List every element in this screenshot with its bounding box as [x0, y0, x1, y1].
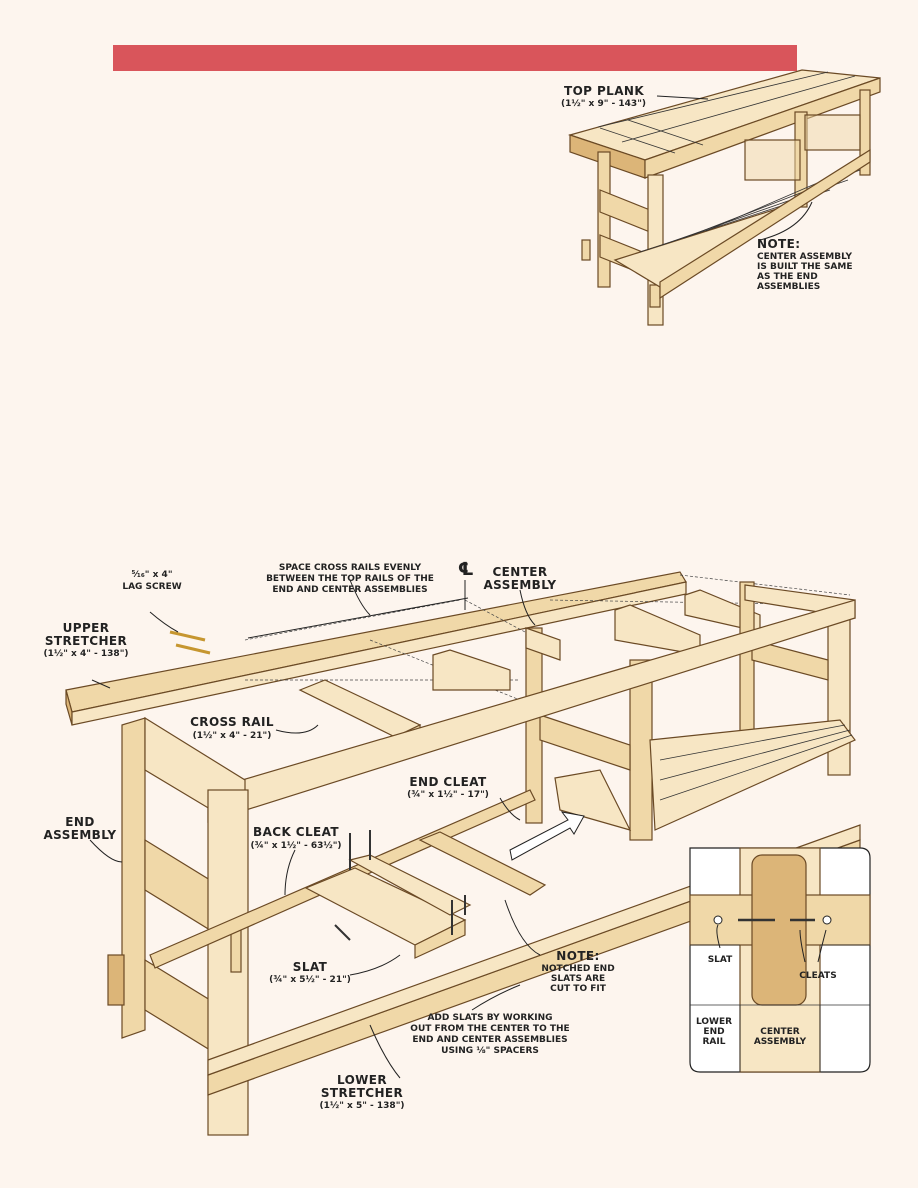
upper-stretcher-label: UPPER: [63, 621, 110, 635]
center-assembly: [525, 627, 653, 841]
small-note-line: IS BUILT THE SAME: [757, 262, 853, 272]
small-note-line: ASSEMBLIES: [757, 282, 820, 292]
assembled-bench-view: [567, 69, 881, 326]
end-cleat-dims: (¾" x 1½" - 17"): [407, 789, 489, 800]
slat-label: SLAT: [293, 960, 328, 974]
slat-dims: (¾" x 5½" - 21"): [269, 974, 351, 985]
lower-stretcher-label: STRETCHER: [321, 1086, 403, 1100]
direction-arrow: [509, 811, 585, 861]
top-plank-dims: (1½" x 9" - 143"): [561, 98, 646, 109]
detail-center-assembly-label: ASSEMBLY: [754, 1037, 807, 1047]
notched-note-line: SLATS ARE: [551, 974, 605, 984]
add-slats-line: USING ⅛" SPACERS: [441, 1046, 539, 1056]
back-cleat-dims: (¾" x 1½" - 63½"): [250, 840, 341, 851]
detail-cleats-label: CLEATS: [799, 971, 836, 981]
detail-inset: [689, 847, 871, 1073]
lag-screw-label: LAG SCREW: [122, 582, 181, 592]
detail-lower-end-rail-label: END: [703, 1027, 724, 1037]
cross-rail: [432, 649, 511, 691]
space-note-line: END AND CENTER ASSEMBLIES: [272, 585, 427, 595]
lower-stretcher-dims: (1½" x 5" - 138"): [320, 1100, 405, 1111]
space-note-line: SPACE CROSS RAILS EVENLY: [279, 563, 422, 573]
detail-slat-label: SLAT: [708, 955, 733, 965]
space-note-line: BETWEEN THE TOP RAILS OF THE: [266, 574, 434, 584]
detail-lower-end-rail-label: RAIL: [703, 1037, 726, 1047]
lag-screw-label: ⁵⁄₁₆" x 4": [131, 570, 172, 580]
end-cleat: [418, 831, 547, 896]
end-cleat-label: END CLEAT: [409, 775, 487, 789]
cross-rail-label: CROSS RAIL: [190, 715, 274, 729]
small-note-title: NOTE:: [757, 237, 800, 251]
end-assembly-label: ASSEMBLY: [44, 828, 117, 842]
notched-note-title: NOTE:: [556, 949, 599, 963]
add-slats-line: OUT FROM THE CENTER TO THE: [410, 1024, 569, 1034]
lower-stretcher-label: LOWER: [337, 1073, 387, 1087]
notched-note-line: CUT TO FIT: [550, 984, 607, 994]
small-note-line: AS THE END: [757, 272, 818, 282]
center-assembly-label: CENTER: [492, 565, 547, 579]
center-assembly-label: ASSEMBLY: [484, 578, 557, 592]
top-plank-label: TOP PLANK: [564, 84, 644, 98]
shelf-slats: [649, 719, 856, 831]
upper-stretcher-label: STRETCHER: [45, 634, 127, 648]
upper-stretcher-dims: (1½" x 4" - 138"): [44, 648, 129, 659]
header-bar: [113, 45, 797, 71]
add-slats-line: ADD SLATS BY WORKING: [427, 1013, 552, 1023]
end-assembly-label: END: [65, 815, 94, 829]
centerline-symbol: ℄: [458, 559, 475, 580]
detail-lower-end-rail-label: LOWER: [696, 1017, 732, 1027]
detail-center-assembly-label: CENTER: [760, 1027, 800, 1037]
small-note-line: CENTER ASSEMBLY: [757, 252, 852, 262]
cross-rail: [298, 679, 422, 738]
add-slats-line: END AND CENTER ASSEMBLIES: [412, 1035, 567, 1045]
end-assembly: [107, 716, 249, 1136]
cross-rail-dims: (1½" x 4" - 21"): [193, 730, 272, 741]
back-cleat-label: BACK CLEAT: [253, 825, 339, 839]
notched-note-line: NOTCHED END: [541, 964, 614, 974]
